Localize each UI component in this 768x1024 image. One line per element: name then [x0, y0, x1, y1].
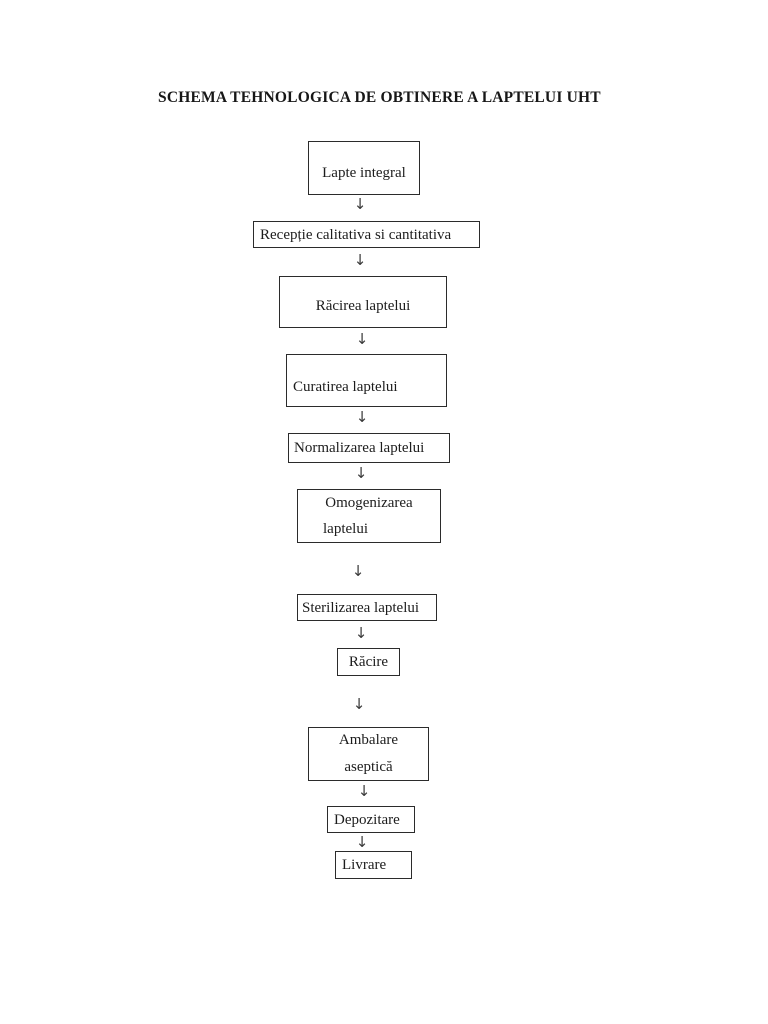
flow-node-label: Curatirea laptelui: [293, 379, 398, 395]
down-arrow-icon: ↓: [352, 695, 366, 713]
down-arrow-icon: ↓: [354, 464, 368, 482]
flow-node-receptie: Recepție calitativa si cantitativa: [253, 221, 480, 248]
flow-node-curatirea-laptelui: Curatirea laptelui: [286, 354, 447, 407]
flow-node-sterilizarea-laptelui: Sterilizarea laptelui: [297, 594, 437, 621]
page-title: SCHEMA TEHNOLOGICA DE OBTINERE A LAPTELU…: [158, 89, 601, 106]
flow-node-label: Depozitare: [334, 811, 400, 828]
flow-node-label: Omogenizarea: [325, 495, 413, 511]
flow-node-label: Lapte integral: [322, 165, 406, 181]
down-arrow-icon: ↓: [354, 624, 368, 642]
down-arrow-icon: ↓: [355, 408, 369, 426]
flow-node-label: Sterilizarea laptelui: [302, 599, 420, 616]
flow-node-racirea-laptelui: Răcirea laptelui: [279, 276, 447, 328]
flow-node-label: Ambalare: [338, 732, 399, 748]
flow-node-depozitare: Depozitare: [327, 806, 415, 833]
flow-node-normalizarea-laptelui: Normalizarea laptelui: [288, 433, 450, 463]
flow-node-label: aseptică: [344, 759, 393, 775]
flow-node-label: Livrare: [342, 857, 387, 873]
flow-node-lapte-integral: Lapte integral: [308, 141, 420, 195]
flow-node-racire: Răcire: [337, 648, 400, 676]
flow-node-label: Recepție calitativa si cantitativa: [260, 226, 452, 243]
flow-node-label: laptelui: [323, 521, 368, 537]
down-arrow-icon: ↓: [355, 833, 369, 851]
flow-node-label: Normalizarea laptelui: [294, 440, 425, 456]
down-arrow-icon: ↓: [357, 782, 371, 800]
flow-node-ambalare-aseptica: Ambalare aseptică: [308, 727, 429, 781]
down-arrow-icon: ↓: [355, 330, 369, 348]
flow-node-livrare: Livrare: [335, 851, 412, 879]
flow-node-label: Răcire: [348, 654, 389, 670]
down-arrow-icon: ↓: [353, 195, 367, 213]
down-arrow-icon: ↓: [351, 562, 365, 580]
down-arrow-icon: ↓: [353, 251, 367, 269]
flow-node-label: Răcirea laptelui: [315, 298, 411, 314]
flow-node-omogenizarea-laptelui: Omogenizarea laptelui: [297, 489, 441, 543]
